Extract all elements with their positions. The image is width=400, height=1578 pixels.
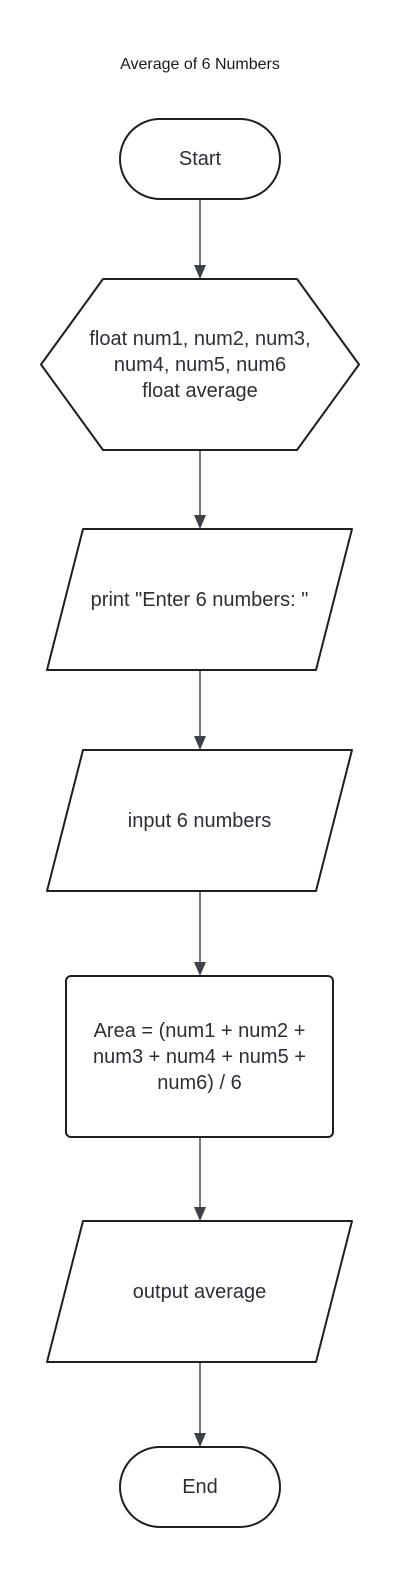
node-end-text: End — [182, 1476, 218, 1498]
node-start-label: Start — [130, 119, 270, 199]
arrowhead-output-to-end — [194, 1433, 206, 1447]
node-compute-shape — [65, 975, 334, 1138]
node-declare-shape — [40, 278, 360, 451]
node-prompt-shape — [46, 528, 353, 671]
arrowhead-prompt-to-input — [194, 736, 206, 750]
node-prompt-label: print "Enter 6 numbers: " — [83, 529, 316, 670]
node-compute-text: Area = (num1 + num2 +num3 + num4 + num5 … — [93, 1019, 306, 1094]
arrowhead-start-to-declare — [194, 265, 206, 279]
node-output-label: output average — [83, 1221, 316, 1362]
node-start-shape — [119, 118, 281, 200]
node-end-shape — [119, 1446, 281, 1528]
node-output-shape — [46, 1220, 353, 1363]
node-input-shape — [46, 749, 353, 892]
node-compute-label: Area = (num1 + num2 +num3 + num4 + num5 … — [76, 976, 323, 1137]
node-prompt-text: print "Enter 6 numbers: " — [90, 588, 309, 611]
node-input-text: input 6 numbers — [127, 809, 272, 832]
arrowhead-input-to-compute — [194, 962, 206, 976]
arrowhead-compute-to-output — [194, 1207, 206, 1221]
node-input-label: input 6 numbers — [83, 750, 316, 891]
arrowhead-declare-to-prompt — [194, 515, 206, 529]
node-start-text: Start — [178, 148, 222, 170]
diagram-title: Average of 6 Numbers — [120, 56, 280, 73]
node-end-label: End — [130, 1447, 270, 1527]
node-output-text: output average — [132, 1280, 267, 1303]
